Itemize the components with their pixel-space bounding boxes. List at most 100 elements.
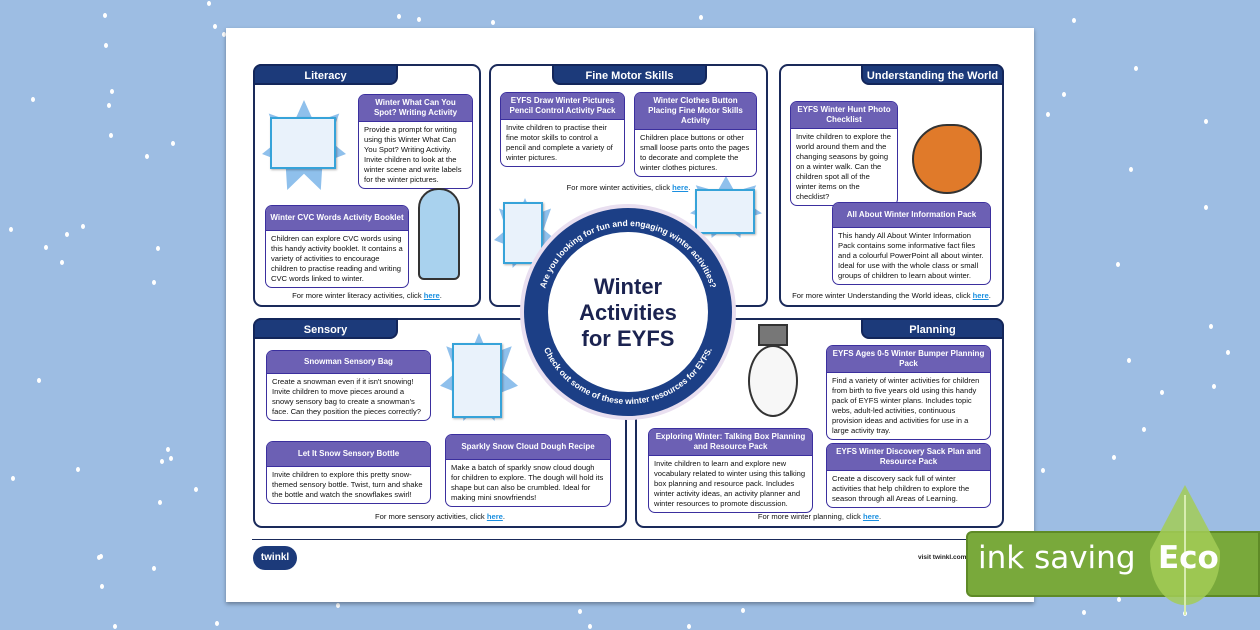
more-text: For more winter activities, click xyxy=(566,183,673,192)
snowflake-dot xyxy=(107,102,112,108)
centre-title-2: Activities xyxy=(579,300,677,325)
resource-card-description: Make a batch of sparkly snow cloud dough… xyxy=(451,463,604,502)
resource-card-title[interactable]: Winter Clothes Button Placing Fine Motor… xyxy=(635,93,756,130)
resource-card-title[interactable]: EYFS Draw Winter Pictures Pencil Control… xyxy=(501,93,624,120)
snowflake-dot xyxy=(577,609,582,615)
centre-title-1: Winter xyxy=(594,274,663,299)
snowflake-dot xyxy=(152,279,157,285)
here-link[interactable]: here xyxy=(972,291,989,300)
resource-card-description: Children can explore CVC words using thi… xyxy=(271,234,403,283)
snowflake-dot xyxy=(76,467,81,473)
snowflake-dot xyxy=(491,20,496,26)
resource-thumbnail xyxy=(695,189,755,234)
snowflake-dot xyxy=(336,602,341,608)
resource-card-description: Children place buttons or other small lo… xyxy=(640,133,750,172)
twinkl-logo: twinkl xyxy=(253,546,297,570)
snowflake-dot xyxy=(109,89,114,95)
visit-link[interactable]: visit twinkl.com xyxy=(918,554,967,561)
snowflake-dot xyxy=(30,97,35,103)
leaf-stem xyxy=(1184,495,1186,615)
snowflake-dot xyxy=(396,13,401,19)
more-link-text: For more winter planning, click here. xyxy=(757,512,882,521)
resource-card-title[interactable]: All About Winter Information Pack xyxy=(833,203,990,228)
snowflake-dot xyxy=(1159,390,1164,396)
more-text: For more winter literacy activities, cli… xyxy=(292,291,424,300)
snowflake-dot xyxy=(1062,91,1067,97)
resource-card[interactable]: EYFS Winter Discovery Sack Plan and Reso… xyxy=(826,443,991,508)
snowflake-dot xyxy=(166,446,171,452)
section-title: Sensory xyxy=(253,318,398,339)
snowflake-dot xyxy=(1081,610,1086,616)
snowflake-dot xyxy=(103,13,108,19)
eco-label: ink saving xyxy=(978,540,1136,576)
resource-card-title[interactable]: Snowman Sensory Bag xyxy=(267,351,430,374)
resource-card-title[interactable]: Sparkly Snow Cloud Dough Recipe xyxy=(446,435,610,460)
snowflake-dot xyxy=(1204,119,1209,125)
more-link-text: For more winter Understanding the World … xyxy=(792,291,991,300)
snowflake-dot xyxy=(8,226,13,232)
here-link[interactable]: here xyxy=(862,512,879,521)
snowflake-dot xyxy=(588,624,593,629)
snowflake-dot xyxy=(168,456,173,462)
here-link[interactable]: here xyxy=(672,183,689,192)
centre-badge: Are you looking for fun and engaging win… xyxy=(520,204,736,420)
centre-title-3: for EYFS xyxy=(582,326,675,351)
resource-card-title[interactable]: EYFS Winter Hunt Photo Checklist xyxy=(791,102,897,129)
snowflake-dot xyxy=(151,566,156,572)
resource-card[interactable]: EYFS Ages 0-5 Winter Bumper Planning Pac… xyxy=(826,345,991,440)
resource-card[interactable]: Winter What Can You Spot? Writing Activi… xyxy=(358,94,473,189)
section-title: Literacy xyxy=(253,64,398,85)
snowflake-dot xyxy=(1134,66,1139,72)
snowflake-dot xyxy=(1142,427,1147,433)
snowflake-dot xyxy=(100,583,105,589)
resource-card-description: Create a discovery sack full of winter a… xyxy=(832,474,970,503)
snowflake-dot xyxy=(1129,166,1134,172)
snowflake-dot xyxy=(1211,383,1216,389)
here-link[interactable]: here xyxy=(423,291,440,300)
snowflake-dot xyxy=(112,624,117,630)
resource-card-title[interactable]: Winter What Can You Spot? Writing Activi… xyxy=(359,95,472,122)
snowflake-dot xyxy=(65,232,70,238)
snowflake-dot xyxy=(156,245,161,251)
resource-card-title[interactable]: Let It Snow Sensory Bottle xyxy=(267,442,430,467)
resource-card[interactable]: Winter Clothes Button Placing Fine Motor… xyxy=(634,92,757,177)
snowflake-dot xyxy=(37,378,42,384)
footer-divider xyxy=(252,539,1032,540)
resource-card-description: Invite children to learn and explore new… xyxy=(654,459,806,508)
more-text: For more sensory activities, click xyxy=(375,512,487,521)
snowflake-dot xyxy=(222,31,226,37)
resource-card-title[interactable]: Winter CVC Words Activity Booklet xyxy=(266,206,408,231)
snowflake-dot xyxy=(698,15,703,21)
snowflake-dot xyxy=(157,499,162,505)
snowflake-dot xyxy=(741,607,746,613)
snowflake-dot xyxy=(60,259,65,265)
more-link-text: For more sensory activities, click here. xyxy=(375,512,505,521)
resource-card-description: Create a snowman even if it isn't snowin… xyxy=(272,377,422,416)
snowflake-dot xyxy=(80,224,85,230)
section-title: Understanding the World xyxy=(861,64,1004,85)
resource-card-title[interactable]: Exploring Winter: Talking Box Planning a… xyxy=(649,429,812,456)
resource-card-title[interactable]: EYFS Ages 0-5 Winter Bumper Planning Pac… xyxy=(827,346,990,373)
resource-card-title[interactable]: EYFS Winter Discovery Sack Plan and Reso… xyxy=(827,444,990,471)
snowflake-dot xyxy=(1111,454,1116,460)
section-title: Fine Motor Skills xyxy=(552,64,707,85)
snowflake-dot xyxy=(1208,324,1213,330)
boy-illustration xyxy=(418,188,460,280)
snowflake-dot xyxy=(108,132,113,138)
snowflake-dot xyxy=(171,141,176,147)
snowflake-dot xyxy=(104,43,109,49)
snowman-hat xyxy=(758,324,788,346)
resource-card[interactable]: EYFS Draw Winter Pictures Pencil Control… xyxy=(500,92,625,167)
snowflake-dot xyxy=(214,620,219,626)
resource-card-description: Provide a prompt for writing using this … xyxy=(364,125,462,184)
more-link-text: For more winter literacy activities, cli… xyxy=(292,291,442,300)
resource-card-description: This handy All About Winter Information … xyxy=(838,231,984,280)
resource-card[interactable]: Exploring Winter: Talking Box Planning a… xyxy=(648,428,813,513)
here-link[interactable]: here xyxy=(486,512,503,521)
